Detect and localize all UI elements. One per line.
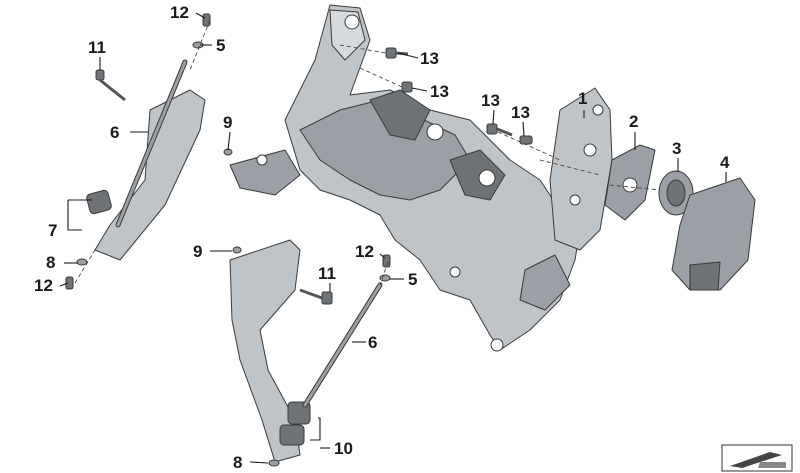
callout-1: 1: [578, 89, 587, 108]
assembly-lines: [74, 19, 661, 286]
upper-left-arm: [86, 59, 206, 261]
callout-13-c: 13: [481, 91, 500, 110]
nut-8b: [268, 459, 280, 467]
callout-12-lower: 12: [355, 242, 374, 261]
callout-11-top: 11: [88, 38, 106, 57]
bolt-13b: [401, 81, 413, 93]
callout-9-lower: 9: [193, 242, 202, 261]
bolt-13c: [486, 123, 513, 137]
bolt-13d: [519, 135, 533, 145]
callout-10: 10: [334, 439, 353, 458]
lower-arm: [229, 239, 383, 463]
callout-3: 3: [672, 139, 681, 158]
main-bracket: [229, 4, 581, 352]
callout-8-left: 8: [46, 253, 55, 272]
bolt-11a: [95, 69, 126, 102]
callout-11-lower: 11: [318, 264, 336, 283]
washer-5b: [379, 274, 391, 282]
callout-12-left: 12: [34, 276, 53, 295]
callout-12-top: 12: [170, 3, 189, 22]
ring-3: [658, 170, 694, 216]
screw-12b: [65, 276, 74, 290]
mounting-plate-1: [549, 87, 613, 251]
callout-4: 4: [720, 153, 730, 172]
callout-5-lower: 5: [408, 270, 417, 289]
callout-labels: 12 5 11 6 9 7 8 12 13 13 13 13 1 2 3 4 9…: [34, 3, 730, 472]
bracket-clip-2: [604, 144, 656, 221]
callout-9-top: 9: [223, 113, 232, 132]
clip-9b: [232, 246, 242, 254]
callout-13-d: 13: [511, 103, 530, 122]
assembly-arrow-icon: [721, 444, 793, 472]
cover-4: [671, 177, 756, 291]
callout-2: 2: [629, 112, 638, 131]
callout-7: 7: [48, 221, 57, 240]
callout-6-lower: 6: [368, 333, 377, 352]
callout-13-b: 13: [430, 82, 449, 101]
leader-lines: [59, 12, 727, 464]
callout-8-lower: 8: [233, 453, 242, 472]
callout-13-a: 13: [420, 49, 439, 68]
nut-8a: [76, 258, 88, 266]
fasteners: [65, 13, 533, 467]
bolt-11b: [299, 288, 333, 305]
callout-5-top: 5: [216, 36, 225, 55]
screw-12a: [202, 13, 211, 27]
bolt-13a: [385, 47, 409, 59]
callout-6-top: 6: [110, 123, 119, 142]
